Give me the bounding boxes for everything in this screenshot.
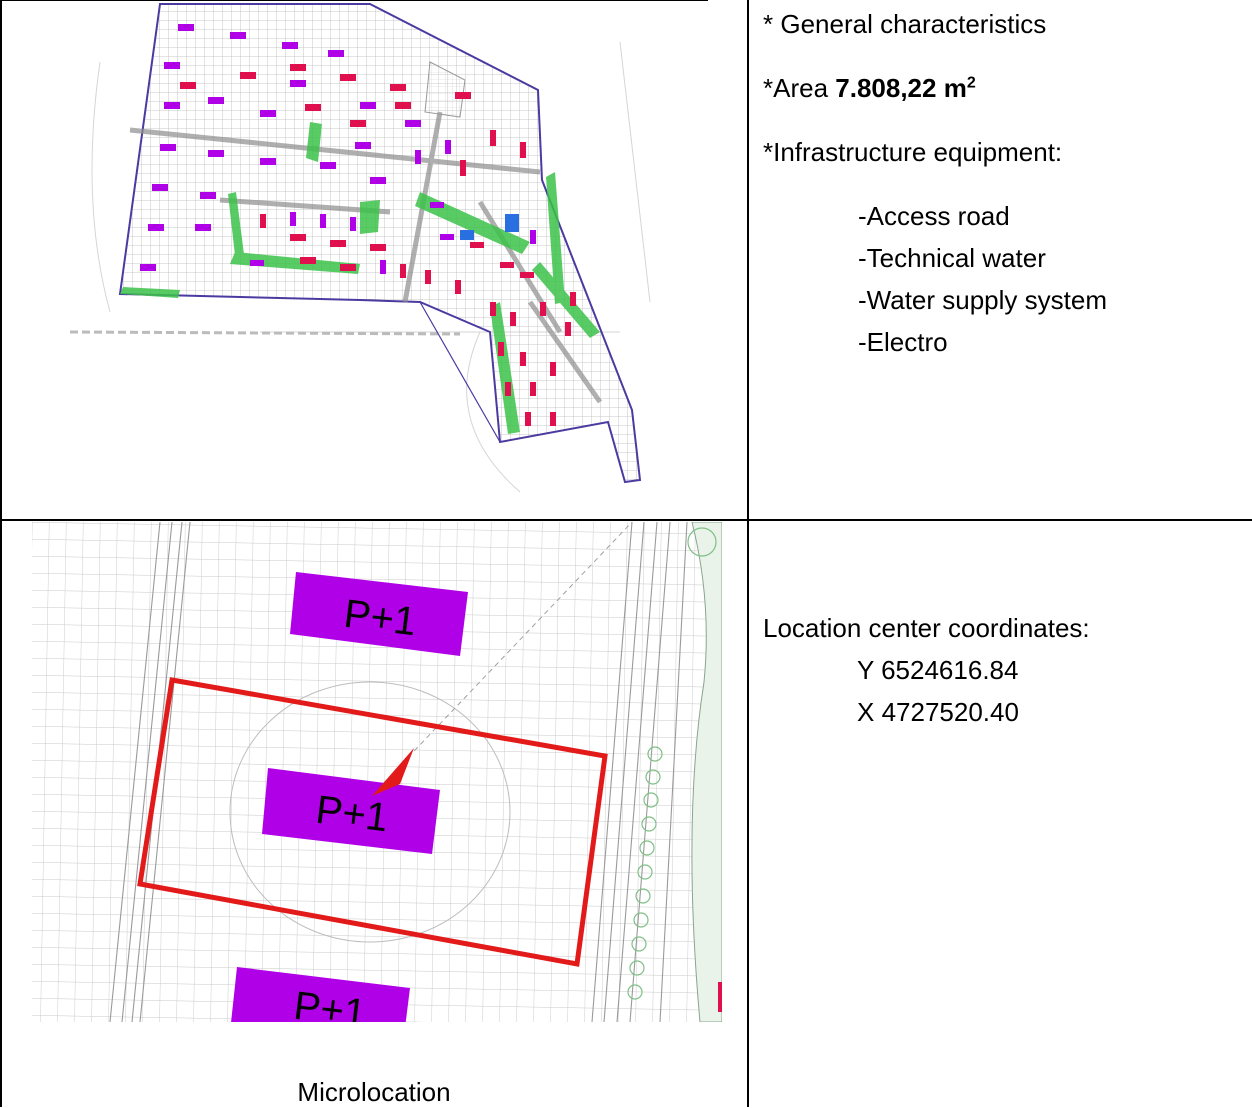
infra-item-access-road: -Access road xyxy=(858,201,1010,231)
table-top-border xyxy=(0,0,708,1)
area-value: 7.808,22 m2 xyxy=(835,73,976,103)
building-label-center: P+1 xyxy=(313,788,390,840)
area-unit-superscript: 2 xyxy=(966,74,976,92)
coordinate-y: Y 6524616.84 xyxy=(857,655,1019,685)
infra-item-electro: -Electro xyxy=(858,327,948,357)
coordinate-x: X 4727520.40 xyxy=(857,697,1019,727)
table-row-divider xyxy=(0,519,1252,521)
characteristics-heading: * General characteristics xyxy=(763,9,1047,39)
building-label-top: P+1 xyxy=(342,592,419,644)
location-heading: Location center coordinates: xyxy=(763,613,1090,643)
site-plan-drawing xyxy=(69,3,651,493)
area-label: *Area xyxy=(763,73,836,103)
microlocation-caption: Microlocation xyxy=(297,1077,451,1107)
table-column-divider xyxy=(747,0,749,1107)
microlocation-drawing: P+1 P+1 P+1 xyxy=(32,522,722,1022)
infrastructure-heading: *Infrastructure equipment: xyxy=(763,137,1063,167)
infra-item-technical-water: -Technical water xyxy=(858,243,1046,273)
table-left-border xyxy=(0,0,2,1107)
infra-item-water-supply: -Water supply system xyxy=(858,285,1107,315)
area-line: *Area 7.808,22 m2 xyxy=(763,72,976,104)
building-label-bottom: P+1 xyxy=(291,984,368,1022)
